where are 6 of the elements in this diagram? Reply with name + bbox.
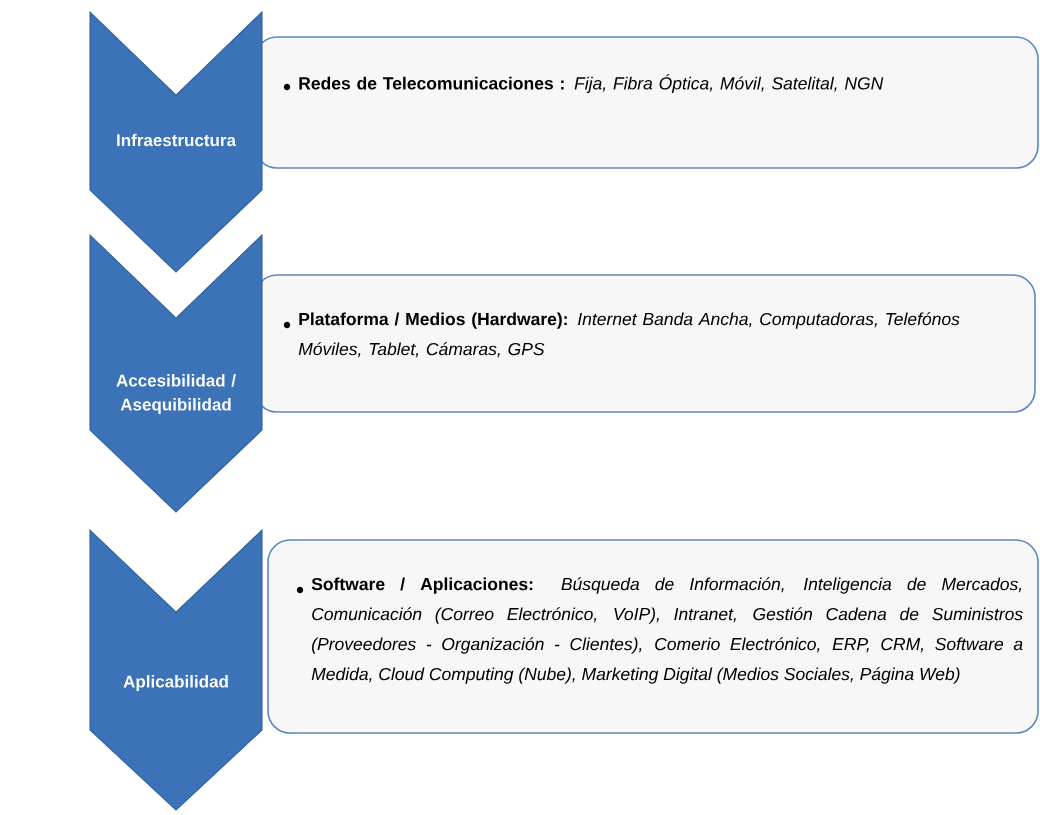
chevron-label: Aplicabilidad	[89, 529, 263, 811]
chevron-label: Infraestructura	[89, 11, 263, 273]
text-box: Plataforma / Medios (Hardware): Internet Banda Ancha, Computadoras, Telefónos Móviles, Tablet, Cámaras, GPS	[254, 274, 1036, 413]
text-box: Redes de Telecomunicaciones : Fija, Fibra Óptica, Móvil, Satelital, NGN	[254, 36, 1039, 169]
text-box: Software / Aplicaciones: Búsqueda de Información, Inteligencia de Mercados, Comunicación (Correo Electrónico, VoIP), Intranet, Gestión Cadena de Suministros (Proveedores - Organización - Clientes), Comerio Electrónico, ERP, CRM, Software a Medida, Cloud Computing (Nube), Marketing Digital (Medios Sociales, Página Web)	[267, 539, 1039, 734]
chevron-label: Accesibilidad / Asequibilidad	[89, 234, 263, 513]
